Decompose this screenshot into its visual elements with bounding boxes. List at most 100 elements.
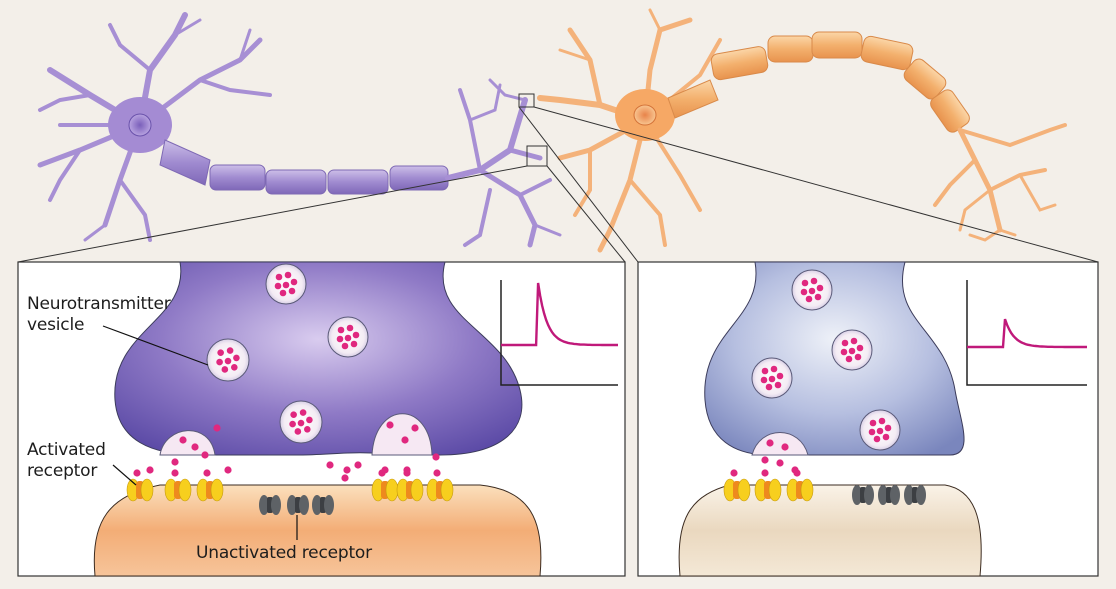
trace-axes-strong [500, 280, 618, 386]
neurotransmitter-dot [304, 426, 311, 433]
neurotransmitter-dot [343, 466, 351, 474]
vesicle [791, 269, 833, 311]
neurotransmitter-dot [275, 273, 283, 281]
vesicle-label-line1: Neurotransmitter [27, 294, 171, 314]
neurotransmitter-dot [299, 409, 307, 416]
neurotransmitter-dot [841, 339, 849, 347]
neurotransmitter-dot [224, 466, 232, 474]
fusing-vesicle [751, 432, 809, 456]
neurotransmitter-dot [774, 381, 782, 389]
neurotransmitter-dot [386, 421, 394, 429]
neurotransmitter-dot [201, 451, 209, 459]
trace-axes-weak [966, 280, 1087, 386]
neurotransmitter-dot [433, 469, 441, 477]
neurotransmitter-dot [765, 383, 773, 391]
receptor-subunit [904, 485, 914, 505]
neurotransmitter-dot [401, 436, 409, 444]
neurotransmitter-dot [326, 461, 334, 469]
zoom-box-strong [526, 145, 548, 167]
trace-line-strong [501, 282, 618, 347]
neurotransmitter-dot [776, 372, 784, 380]
vesicle [265, 263, 307, 305]
unactivated-receptor [878, 485, 900, 505]
unactivated-receptor [287, 495, 309, 515]
neurotransmitter-dot [800, 288, 808, 296]
neurotransmitter-dot [213, 424, 221, 432]
neurotransmitter-dot [845, 355, 853, 363]
neurotransmitter-dot [840, 348, 848, 356]
neurotransmitter-dot [336, 335, 344, 343]
neurotransmitter-dot [814, 293, 822, 301]
activated-receptor [371, 478, 399, 502]
neurotransmitter-dot [776, 459, 784, 467]
neurotransmitter-dot [873, 435, 881, 443]
presynaptic-terminals [445, 78, 562, 248]
neurotransmitter-dot [770, 365, 778, 373]
neurotransmitter-dot [279, 289, 287, 297]
vesicle [751, 357, 793, 399]
unactivated-receptor [904, 485, 926, 505]
receptor-subunit [440, 478, 454, 502]
receptor-subunit [271, 495, 281, 515]
vesicles-weak [751, 269, 901, 456]
neurotransmitter-dot [768, 375, 776, 383]
receptor-subunit [864, 485, 874, 505]
vesicle-label-line2: vesicle [27, 315, 85, 335]
neurotransmitter-dot [233, 354, 240, 362]
neurotransmitter-dot [217, 349, 224, 356]
neurotransmitter-dot [341, 474, 349, 482]
postsynaptic-neuron [537, 8, 1067, 253]
receptor-subunit [768, 478, 782, 502]
neurotransmitter-dot [808, 287, 816, 295]
receptor-subunit [324, 495, 334, 515]
neurotransmitter-dot [816, 284, 824, 292]
neurotransmitter-dot [221, 366, 229, 373]
neurotransmitter-dot [805, 295, 813, 303]
fusing-vesicle [159, 430, 216, 456]
presynaptic-nucleus [128, 113, 152, 137]
neurotransmitter-dot [781, 443, 789, 451]
receptor-subunit [737, 478, 751, 502]
receptor-subunit [312, 495, 322, 515]
vesicle [206, 338, 250, 382]
activated-receptor-label-line1: Activated [27, 440, 106, 460]
postsynaptic-terminal-weak [678, 484, 982, 577]
neurotransmitter-dot [191, 443, 199, 451]
activated-receptor [196, 478, 224, 502]
receptor-subunit [410, 478, 424, 502]
neurotransmitter-dot [346, 324, 354, 332]
receptor-subunit [299, 495, 309, 515]
neurotransmitter-dot [146, 466, 154, 474]
neurotransmitter-dot [290, 411, 297, 418]
receptor-subunit [385, 478, 399, 502]
neurotransmitter-dot [432, 453, 440, 461]
activated-receptor [786, 478, 814, 502]
neurotransmitter-dot [403, 469, 411, 477]
neurotransmitter-dot [171, 469, 179, 477]
activated-leader-line [112, 464, 137, 486]
neurotransmitter-dot [352, 331, 360, 339]
neurotransmitter-dot [344, 334, 352, 342]
neurotransmitter-dot [801, 279, 809, 287]
vesicle-leader-line [102, 325, 209, 366]
neurotransmitter-dot [878, 417, 886, 425]
receptor-subunit [140, 478, 154, 502]
postsynaptic-nucleus [633, 104, 657, 126]
unactivated-receptor [259, 495, 281, 515]
vesicle [831, 329, 873, 371]
receptor-subunit [890, 485, 900, 505]
neurotransmitter-dot [854, 353, 862, 361]
presynaptic-neuron [37, 12, 562, 248]
activated-receptor [754, 478, 782, 502]
activated-receptor [723, 478, 751, 502]
receptor-subunit [916, 485, 926, 505]
neurotransmitter-dot [850, 337, 858, 345]
activated-receptor [426, 478, 454, 502]
neurotransmitter-dot [761, 469, 769, 477]
receptor-subunit [287, 495, 297, 515]
activated-receptor-label-line2: receptor [27, 461, 98, 481]
vesicle [859, 409, 901, 451]
neurotransmitter-dot [226, 347, 234, 354]
response-trace-strong [500, 280, 618, 386]
